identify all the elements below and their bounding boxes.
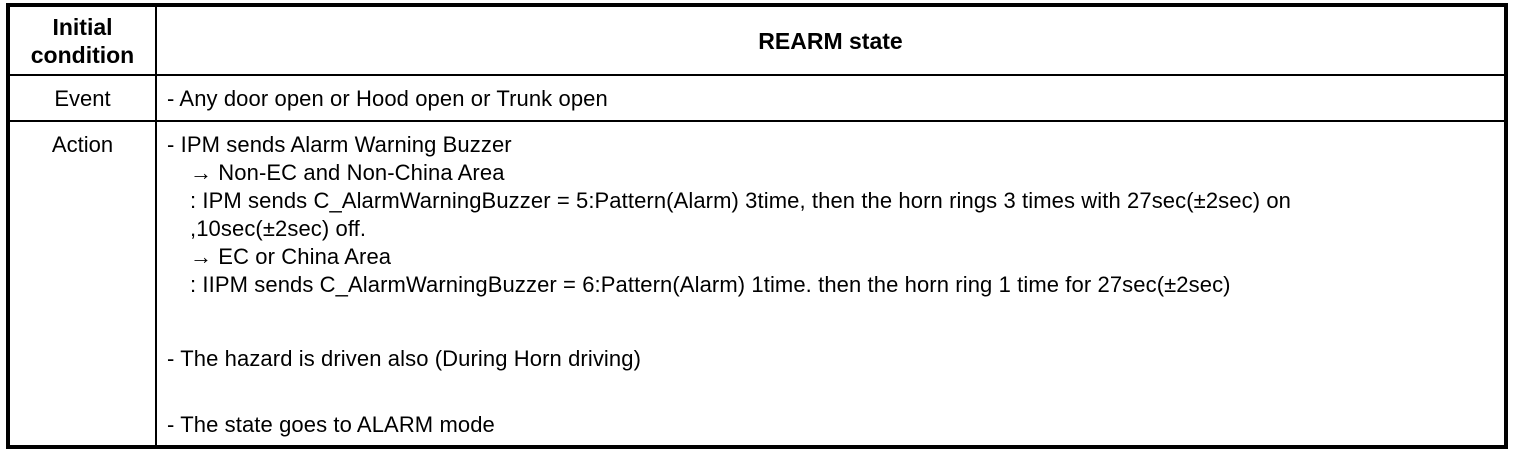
rearm-state-table: Initial condition REARM state Event - An… [6,3,1508,449]
event-row: Event - Any door open or Hood open or Tr… [7,74,1507,122]
action-cell: - IPM sends Alarm Warning Buzzer → Non-E… [155,120,1507,448]
action-line-hazard: - The hazard is driven also (During Horn… [167,346,642,371]
event-row-label: Event [7,74,157,122]
action-line-alarm-mode: - The state goes to ALARM mode [167,412,495,437]
event-line: - Any door open or Hood open or Trunk op… [167,86,608,111]
header-rearm-state: REARM state [155,4,1507,76]
action-line-buzzer: - IPM sends Alarm Warning Buzzer [167,132,512,157]
header-initial-condition: Initial condition [7,4,157,76]
header-row: Initial condition REARM state [7,4,1507,76]
action-row-label: Action [7,120,157,448]
action-line-pattern5-off: ,10sec(±2sec) off. [190,216,367,241]
event-cell: - Any door open or Hood open or Trunk op… [155,74,1507,122]
action-line-pattern6: : IIPM sends C_AlarmWarningBuzzer = 6:Pa… [190,272,1231,297]
action-line-pattern5: : IPM sends C_AlarmWarningBuzzer = 5:Pat… [190,188,1292,213]
action-line-ec-area: → EC or China Area [190,244,392,269]
action-line-non-ec-area: → Non-EC and Non-China Area [190,160,505,185]
action-row: Action - IPM sends Alarm Warning Buzzer … [7,120,1507,448]
